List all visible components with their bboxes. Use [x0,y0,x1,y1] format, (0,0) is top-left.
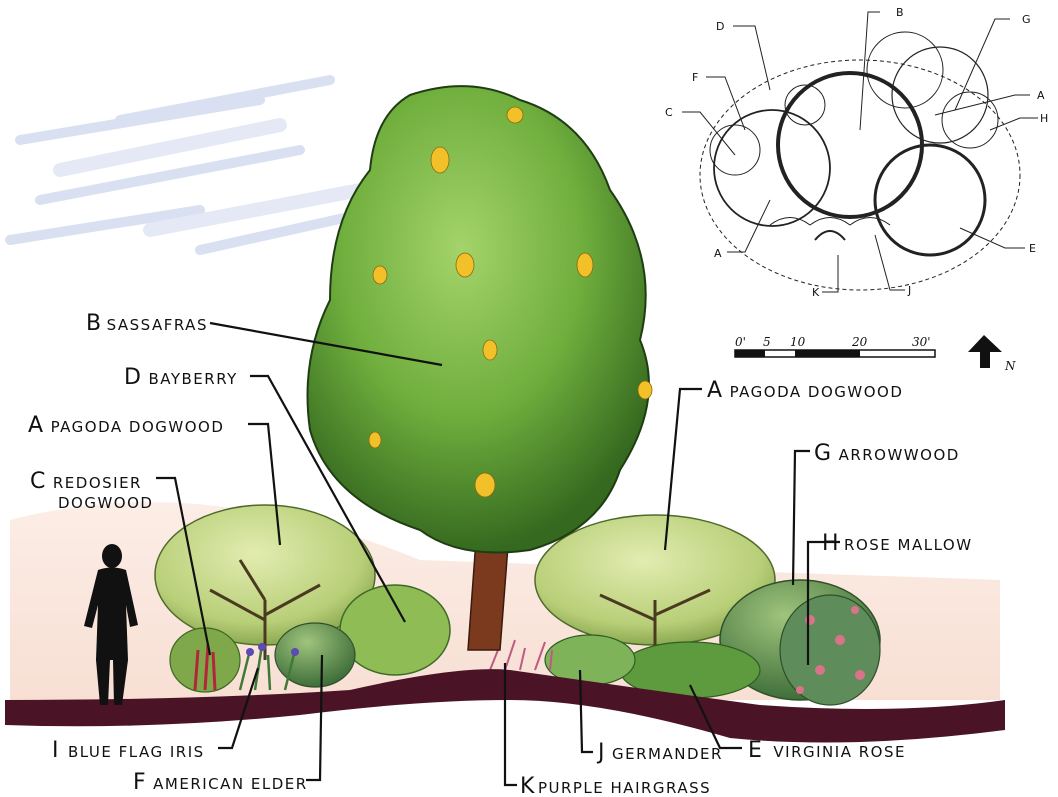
scale-tick-0: 0' [735,335,746,349]
plan-label-e: E [1029,242,1036,255]
bayberry-shrub [340,585,450,675]
plan-circle-rose-mallow [942,92,998,148]
plan-labels: B D G F C A H A E K J [665,6,1048,299]
scale-tick-10: 10 [790,335,806,349]
plan-hairgrass-clump [815,231,845,240]
plan-circle-sassafras [778,73,922,217]
plan-label-j: J [907,284,911,297]
plan-label-c: C [665,106,673,119]
scale-tick-30: 30' [912,335,931,349]
plan-leaders [682,12,1038,292]
label-c-redosier-dogwood-line2: Dogwood [58,494,153,512]
scale-tick-20: 20 [851,335,868,349]
plan-label-f: F [692,71,698,84]
north-label: N [1004,359,1016,373]
plan-label-d: D [716,20,724,33]
plan-label-a-right: A [1037,89,1045,102]
rose-mallow-shrub [780,595,880,705]
plan-circle-arrowwood [892,47,988,143]
scale-tick-5: 5 [763,335,771,349]
plan-bed-outline [700,60,1020,290]
scale-bar: 0' 5 10 20 30' [735,335,935,357]
plan-label-k: K [812,286,820,299]
plan-circle-pagoda-left [714,110,830,226]
plan-label-g: G [1022,13,1031,26]
plan-label-b: B [896,6,904,19]
north-arrow-icon: N [968,335,1016,373]
plan-view [682,12,1038,292]
plan-label-a-left: A [714,247,722,260]
plan-circle-pagoda-right [875,145,985,255]
plan-label-h: H [1040,112,1048,125]
sky-wash [10,80,380,250]
